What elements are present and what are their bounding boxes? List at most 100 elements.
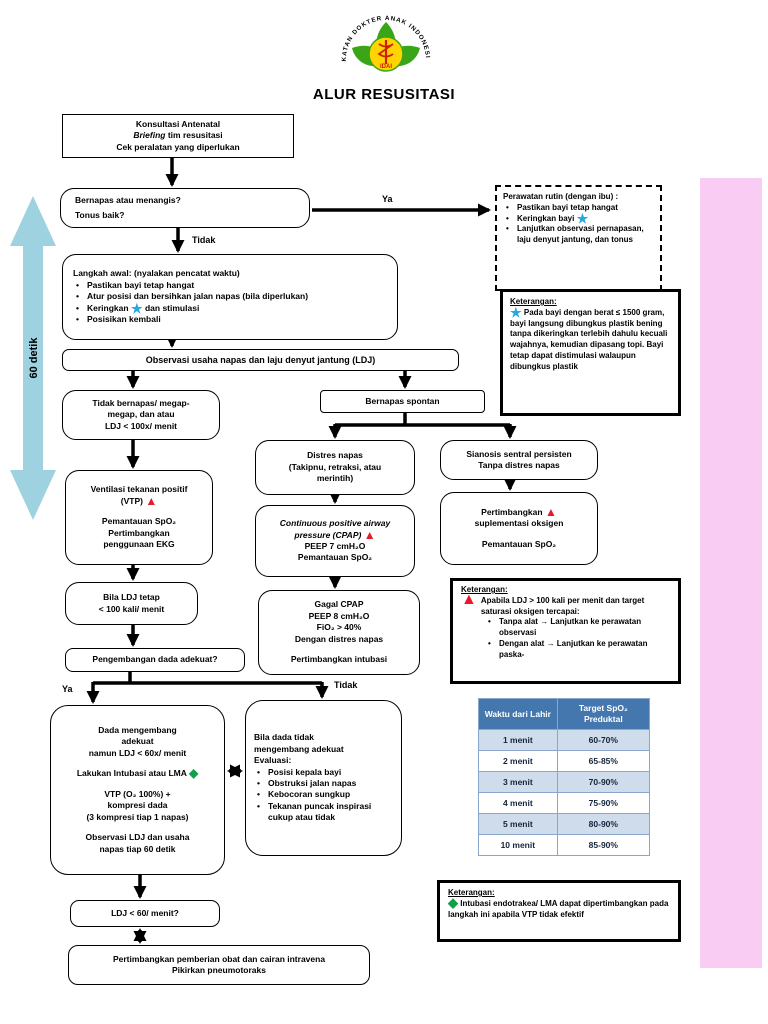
- node-observasi-ldj: Observasi usaha napas dan laju denyut ja…: [62, 349, 459, 371]
- note-text: ▲Apabila LDJ > 100 kali per menit dan ta…: [461, 590, 645, 616]
- text-line: adekuat: [121, 736, 154, 747]
- cell-waktu: 2 menit: [478, 750, 558, 773]
- node-vtp: Ventilasi tekanan positif (VTP) ▲ Pemant…: [65, 470, 213, 565]
- text-line: (Takipnu, retraksi, atau: [288, 461, 382, 472]
- text-line: LDJ < 60/ menit?: [111, 907, 179, 918]
- note-keterangan-star: Keterangan: ★ Pada bayi dengan berat ≤ 1…: [500, 289, 681, 416]
- pink-sidebar: [700, 178, 762, 968]
- node-gagal-cpap: Gagal CPAP PEEP 8 cmH₂O FiO₂ > 40% Denga…: [258, 590, 420, 675]
- text-line: Bernapas atau menangis?: [75, 195, 181, 206]
- text-line: Briefing tim resusitasi: [133, 130, 223, 141]
- text-line: Pemantauan SpO₂: [481, 538, 557, 549]
- text-line: Pemantauan SpO₂: [101, 516, 177, 527]
- node-konsultasi-antenatal: Konsultasi Antenatal Briefing tim resusi…: [62, 114, 294, 158]
- node-tidak-bernapas: Tidak bernapas/ megap- megap, dan atau L…: [62, 390, 220, 440]
- label-tidak: Tidak: [192, 235, 216, 245]
- text-line: megap, dan atau: [107, 409, 175, 420]
- timeline-60s-label: 60 detik: [28, 337, 40, 379]
- idai-logo-leaf: IDAI: [352, 22, 420, 72]
- node-bila-ldj-tetap: Bila LDJ tetap < 100 kali/ menit: [65, 582, 198, 625]
- cell-target: 85-90%: [556, 834, 651, 857]
- text-line: suplementasi oksigen: [474, 518, 564, 529]
- node-pengembangan-dada: Pengembangan dada adekuat?: [65, 648, 245, 672]
- text-line: Konsultasi Antenatal: [135, 118, 221, 129]
- text-line: Ventilasi tekanan positif: [90, 484, 188, 495]
- text-line: VTP (O₂ 100%) +: [104, 788, 171, 799]
- text-line: Pengembangan dada adekuat?: [92, 654, 218, 665]
- node-obat-intravena: Pertimbangkan pemberian obat dan cairan …: [68, 945, 370, 985]
- idai-logo-text: IDAI: [380, 64, 392, 70]
- cell-waktu: 3 menit: [478, 771, 558, 794]
- bullet-item: •Keringkan bayi ★: [506, 210, 589, 226]
- node-ldj-60: LDJ < 60/ menit?: [70, 900, 220, 927]
- text-line: Pertimbangkan: [108, 527, 170, 538]
- node-cpap: Continuous positive airway pressure (CPA…: [255, 505, 415, 577]
- box-title: Evaluasi:: [254, 755, 292, 766]
- text-line: Sianosis sentral persisten: [466, 448, 572, 459]
- text-line: PEEP 8 cmH₂O: [308, 610, 370, 621]
- spacer: [56, 780, 219, 789]
- label-ya: Ya: [62, 684, 73, 694]
- note-keterangan-diamond: Keterangan: ◆ Intubasi endotrakea/ LMA d…: [437, 880, 681, 942]
- text-line: Gagal CPAP: [314, 599, 364, 610]
- text-line: Tonus baik?: [75, 209, 125, 220]
- bullet-item: •Dengan alat → Lanjutkan ke perawatan pa…: [488, 638, 648, 659]
- box-title: Bila dada tidak: [254, 732, 314, 743]
- bullet-item: •Posisikan kembali: [76, 314, 161, 325]
- text-line: < 100 kali/ menit: [98, 603, 165, 614]
- text-line: Pertimbangkan pemberian obat dan cairan …: [112, 953, 326, 964]
- text-line: (3 kompresi tiap 1 napas): [86, 811, 189, 822]
- bullet-item: •Tekanan puncak inspirasi cukup atau tid…: [257, 800, 372, 823]
- text-line: Bernapas spontan: [365, 395, 440, 406]
- cell-target: 75-90%: [556, 792, 651, 815]
- note-heading: Keterangan:: [510, 297, 557, 306]
- text-line: Dengan distres napas: [294, 633, 384, 644]
- cell-target: 65-85%: [556, 750, 651, 773]
- text-line: Pertimbangkan intubasi: [290, 654, 388, 665]
- text-line: FiO₂ > 40%: [316, 622, 362, 633]
- label-ya: Ya: [382, 194, 393, 204]
- node-suplementasi-oksigen: Pertimbangkan ▲ suplementasi oksigen Pem…: [440, 492, 598, 565]
- node-sianosis: Sianosis sentral persisten Tanpa distres…: [440, 440, 598, 480]
- spacer: [264, 645, 414, 654]
- bullet-item: •Keringkan ★ dan stimulasi: [76, 300, 200, 316]
- cell-waktu: 1 menit: [478, 729, 558, 752]
- text-line: Tanpa distres napas: [478, 460, 560, 470]
- timeline-60s-arrow: [10, 196, 56, 520]
- bullet-item: •Pastikan bayi tetap hangat: [76, 279, 195, 290]
- bullet-item: •Lanjutkan observasi pernapasan, laju de…: [506, 224, 644, 245]
- node-dada-tidak-mengembang: Bila dada tidak mengembang adekuat Evalu…: [245, 700, 402, 856]
- node-bernapas-spontan: Bernapas spontan: [320, 390, 485, 413]
- node-langkah-awal: Langkah awal: (nyalakan pencatat waktu) …: [62, 254, 398, 340]
- text-line: Pertimbangkan ▲: [481, 504, 557, 519]
- cell-target: 70-90%: [556, 771, 651, 794]
- text-line: Observasi LDJ dan usaha: [85, 832, 190, 843]
- text-line: Observasi usaha napas dan laju denyut ja…: [145, 354, 376, 365]
- note-text: ★ Pada bayi dengan berat ≤ 1500 gram, ba…: [510, 304, 668, 371]
- note-heading: Keterangan:: [461, 585, 508, 594]
- bullet-item: •Atur posisi dan bersihkan jalan napas (…: [76, 291, 309, 302]
- text-line: LDJ < 100x/ menit: [104, 420, 178, 431]
- spacer: [56, 823, 219, 832]
- cell-target: 80-90%: [556, 813, 651, 836]
- note-text: ◆ Intubasi endotrakea/ LMA dapat diperti…: [448, 894, 669, 919]
- text-line: Lakukan Intubasi atau LMA ◆: [76, 766, 199, 781]
- cell-waktu: 5 menit: [478, 813, 558, 836]
- page-title: ALUR RESUSITASI: [312, 86, 456, 103]
- text-line: Continuous positive airway: [279, 518, 391, 529]
- node-perawatan-rutin: Perawatan rutin (dengan ibu) : •Pastikan…: [495, 185, 662, 291]
- cell-waktu: 4 menit: [478, 792, 558, 815]
- spo2-target-table: Waktu dari Lahir Target SpO₂ Preduktal 1…: [478, 697, 651, 857]
- text-line: Dada mengembang: [98, 724, 177, 735]
- label-tidak: Tidak: [334, 680, 358, 690]
- text-line: merintih): [316, 473, 354, 484]
- bullet-item: •Kebocoran sungkup: [257, 789, 351, 800]
- bullet-item: •Posisi kepala bayi: [257, 766, 342, 777]
